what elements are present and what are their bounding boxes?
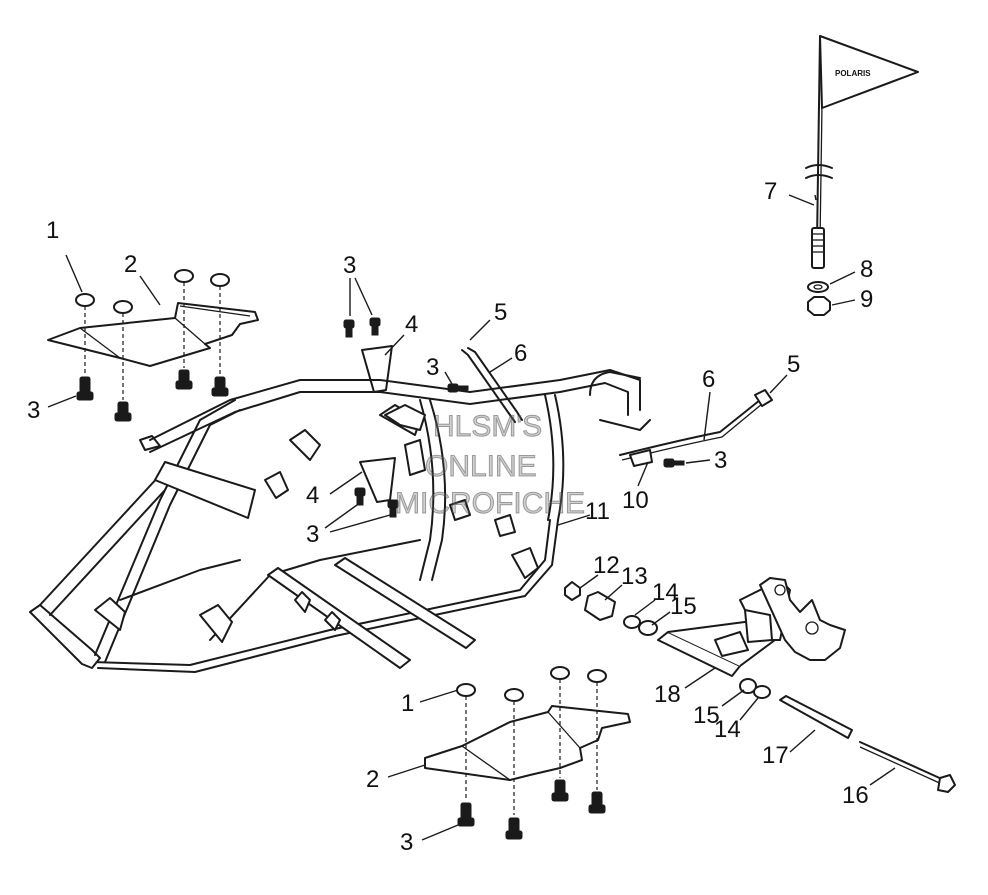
callout-3: 3 [27,397,40,424]
callout-4: 4 [405,311,418,338]
callout-2: 2 [124,251,137,278]
callout-16: 16 [842,782,869,809]
callout-1: 1 [46,217,59,244]
watermark-line-1: HLSM'S [433,410,542,443]
callout-3: 3 [400,829,413,856]
watermark-line-3: MICROFICHE [395,487,585,520]
callout-1: 1 [401,690,414,717]
leader-lines [47,194,896,841]
upper-skid-plate-assembly [47,269,259,422]
washer-8 [807,281,829,293]
bolts-3-lower-skid [457,779,606,840]
callout-2: 2 [366,766,379,793]
bolts-3-upper-skid [76,369,229,422]
washer-1-b [456,683,476,697]
callout-11: 11 [585,498,610,525]
callout-14: 14 [714,716,741,743]
bushing-13 [584,591,616,621]
callout-6: 6 [702,366,715,393]
washer-1-a [75,293,95,307]
sleeve-17 [779,695,853,739]
nut-9 [807,296,831,316]
flag-pennant [819,35,919,109]
main-frame [29,369,651,673]
washer-14-a [623,615,641,629]
callout-4: 4 [306,482,319,509]
lower-skid-plate-assembly [424,666,631,840]
watermark-line-2: ONLINE [425,450,537,483]
skid-plate-lower [424,705,631,781]
callout-5: 5 [494,299,507,326]
flag-pole [816,35,821,243]
bracket-10 [629,449,653,467]
callout-3: 3 [714,447,727,474]
callout-10: 10 [622,487,649,514]
cross-bar-b [334,557,476,649]
callout-8: 8 [860,256,873,283]
callout-6: 6 [514,340,527,367]
callout-7: 7 [764,178,777,205]
front-brace-plate [154,461,256,519]
flag-mount-bolt [811,227,825,269]
callout-18: 18 [654,681,681,708]
seat-latch-assembly [447,347,773,468]
callout-5: 5 [787,351,800,378]
callout-13: 13 [621,563,648,590]
flag-assembly: POLARIS [805,35,919,316]
swing-arm-assembly [564,577,956,793]
nut-12 [564,581,581,601]
front-bumper [29,604,101,669]
washer-14-b [753,685,771,699]
callout-17: 17 [762,742,789,769]
callout-numbers: 1 2 3 3 4 5 3 6 7 8 9 6 5 3 10 11 4 3 12… [27,178,873,856]
pivot-bolt-16 [937,774,956,793]
flag-label: POLARIS [835,69,871,78]
callout-3: 3 [426,354,439,381]
callout-9: 9 [860,286,873,313]
callout-15: 15 [693,702,720,729]
gusset-4-lower [359,457,396,503]
watermark: HLSM'S ONLINE MICROFICHE [395,410,586,521]
bushing-15-b [739,678,757,694]
callout-3: 3 [306,521,319,548]
callout-14: 14 [652,579,679,606]
callout-3: 3 [343,252,356,279]
callout-12: 12 [593,552,620,579]
callout-15: 15 [670,593,697,620]
